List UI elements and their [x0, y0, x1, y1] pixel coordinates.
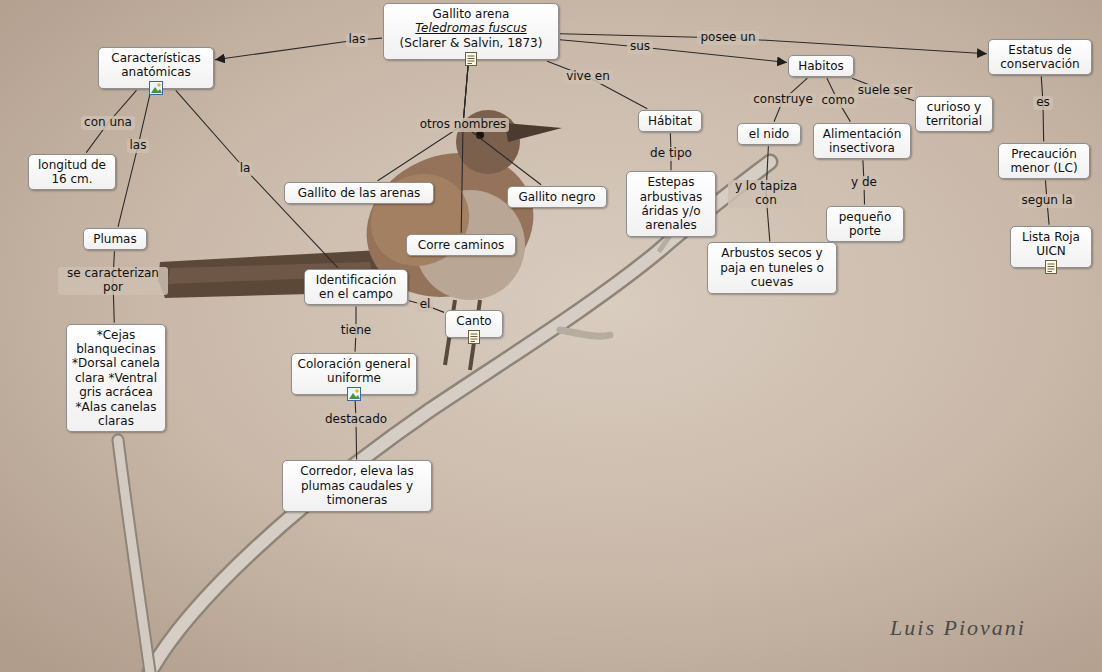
resource-icon [346, 386, 362, 402]
concept-box: Gallito de las arenas [284, 182, 434, 204]
concept-text: longitud de 16 cm. [34, 158, 110, 187]
concept-text: Arbustos secos y paja en tuneles o cueva… [713, 246, 831, 289]
linking-phrase: de tipo [647, 147, 695, 161]
concept-box: el nido [737, 123, 801, 145]
concept-text: Identificación en el campo [310, 273, 402, 302]
linking-phrase: construye [750, 93, 816, 107]
concept-text: Características anatómicas [104, 51, 208, 80]
link-line [118, 90, 151, 226]
concept-text: Estatus de conservación [994, 43, 1086, 72]
concept-text: Corre caminos [412, 238, 510, 252]
link-line [176, 90, 338, 267]
concept-text: Gallito arena [389, 7, 553, 21]
resource-icon [1043, 259, 1059, 275]
linking-phrase: las [127, 139, 150, 153]
concept-text: el nido [743, 127, 795, 141]
linking-phrase: segun la [1019, 194, 1076, 208]
concept-text: pequeño porte [832, 210, 898, 239]
linking-phrase: y lo tapiza con [728, 180, 804, 208]
concept-box: longitud de 16 cm. [28, 154, 116, 191]
signature-watermark: Luis Piovani [890, 615, 1026, 641]
linking-phrase: las [346, 33, 369, 47]
linking-phrase: vive en [563, 70, 613, 84]
link-line [461, 61, 468, 233]
concept-text: curioso y territorial [921, 100, 987, 129]
concept-box: Estatus de conservación [988, 39, 1092, 76]
linking-phrase: el [417, 298, 434, 312]
concept-text: Estepas arbustivas áridas y/o arenales [632, 175, 710, 233]
concept-text: Lista Roja UICN [1016, 230, 1086, 259]
concept-text: *Cejas blanquecinas *Dorsal canela clara… [72, 328, 160, 429]
link-line [355, 396, 357, 459]
concept-text: Habitos [794, 59, 848, 73]
link-line [547, 61, 647, 109]
concept-box: Estepas arbustivas áridas y/o arenales [626, 171, 716, 237]
concept-text: Coloración general uniforme [297, 357, 411, 386]
concept-text: Teledromas fuscus [389, 21, 553, 35]
concept-text: Plumas [89, 232, 141, 246]
concept-box: Plumas [83, 228, 147, 250]
linking-phrase: es [1033, 96, 1053, 110]
linking-phrase: como [819, 94, 858, 108]
linking-phrase: y de [848, 176, 880, 190]
bird [158, 110, 562, 370]
concept-box: Gallito negro [507, 186, 607, 208]
concept-box: Alimentación insectivora [813, 123, 911, 160]
concept-text: Gallito negro [513, 190, 601, 204]
concept-box: Corredor, eleva las plumas caudales y ti… [282, 460, 432, 511]
resource-icon [148, 80, 164, 96]
linking-phrase: sus [627, 40, 653, 54]
linking-phrase: destacado [322, 413, 390, 427]
concept-box: Precaución menor (LC) [998, 143, 1090, 180]
concept-text: (Sclarer & Salvin, 1873) [389, 36, 553, 50]
concept-text: Precaución menor (LC) [1004, 147, 1084, 176]
concept-box: Lista Roja UICN [1010, 226, 1092, 269]
concept-box: pequeño porte [826, 206, 904, 243]
linking-phrase: con una [81, 116, 135, 130]
concept-box: Canto [445, 310, 503, 338]
concept-box: Gallito arenaTeledromas fuscus(Sclarer &… [383, 3, 559, 60]
concept-text: Canto [451, 314, 497, 328]
concept-box: Identificación en el campo [304, 269, 408, 306]
concept-text: Corredor, eleva las plumas caudales y ti… [288, 464, 426, 507]
concept-text: Gallito de las arenas [290, 186, 428, 200]
linking-phrase: se caracterizan por [58, 267, 168, 295]
concept-box: Hábitat [638, 110, 702, 132]
concept-box: Arbustos secos y paja en tuneles o cueva… [707, 242, 837, 293]
concept-box: curioso y territorial [915, 96, 993, 133]
concept-text: Hábitat [644, 114, 696, 128]
concept-box: Habitos [788, 55, 854, 77]
linking-phrase: tiene [338, 324, 374, 338]
link-line [560, 34, 987, 54]
linking-phrase: otros nombres [417, 118, 510, 132]
concept-box: Corre caminos [406, 234, 516, 256]
linking-phrase: suele ser [855, 84, 915, 98]
linking-phrase: la [237, 162, 254, 176]
concept-box: *Cejas blanquecinas *Dorsal canela clara… [66, 324, 166, 433]
linking-phrase: posee un [697, 31, 758, 45]
concept-box: Coloración general uniforme [291, 353, 417, 396]
resource-icon [463, 51, 479, 67]
branch [118, 162, 770, 672]
resource-icon [466, 329, 482, 345]
concept-text: Alimentación insectivora [819, 127, 905, 156]
concept-box: Características anatómicas [98, 47, 214, 90]
